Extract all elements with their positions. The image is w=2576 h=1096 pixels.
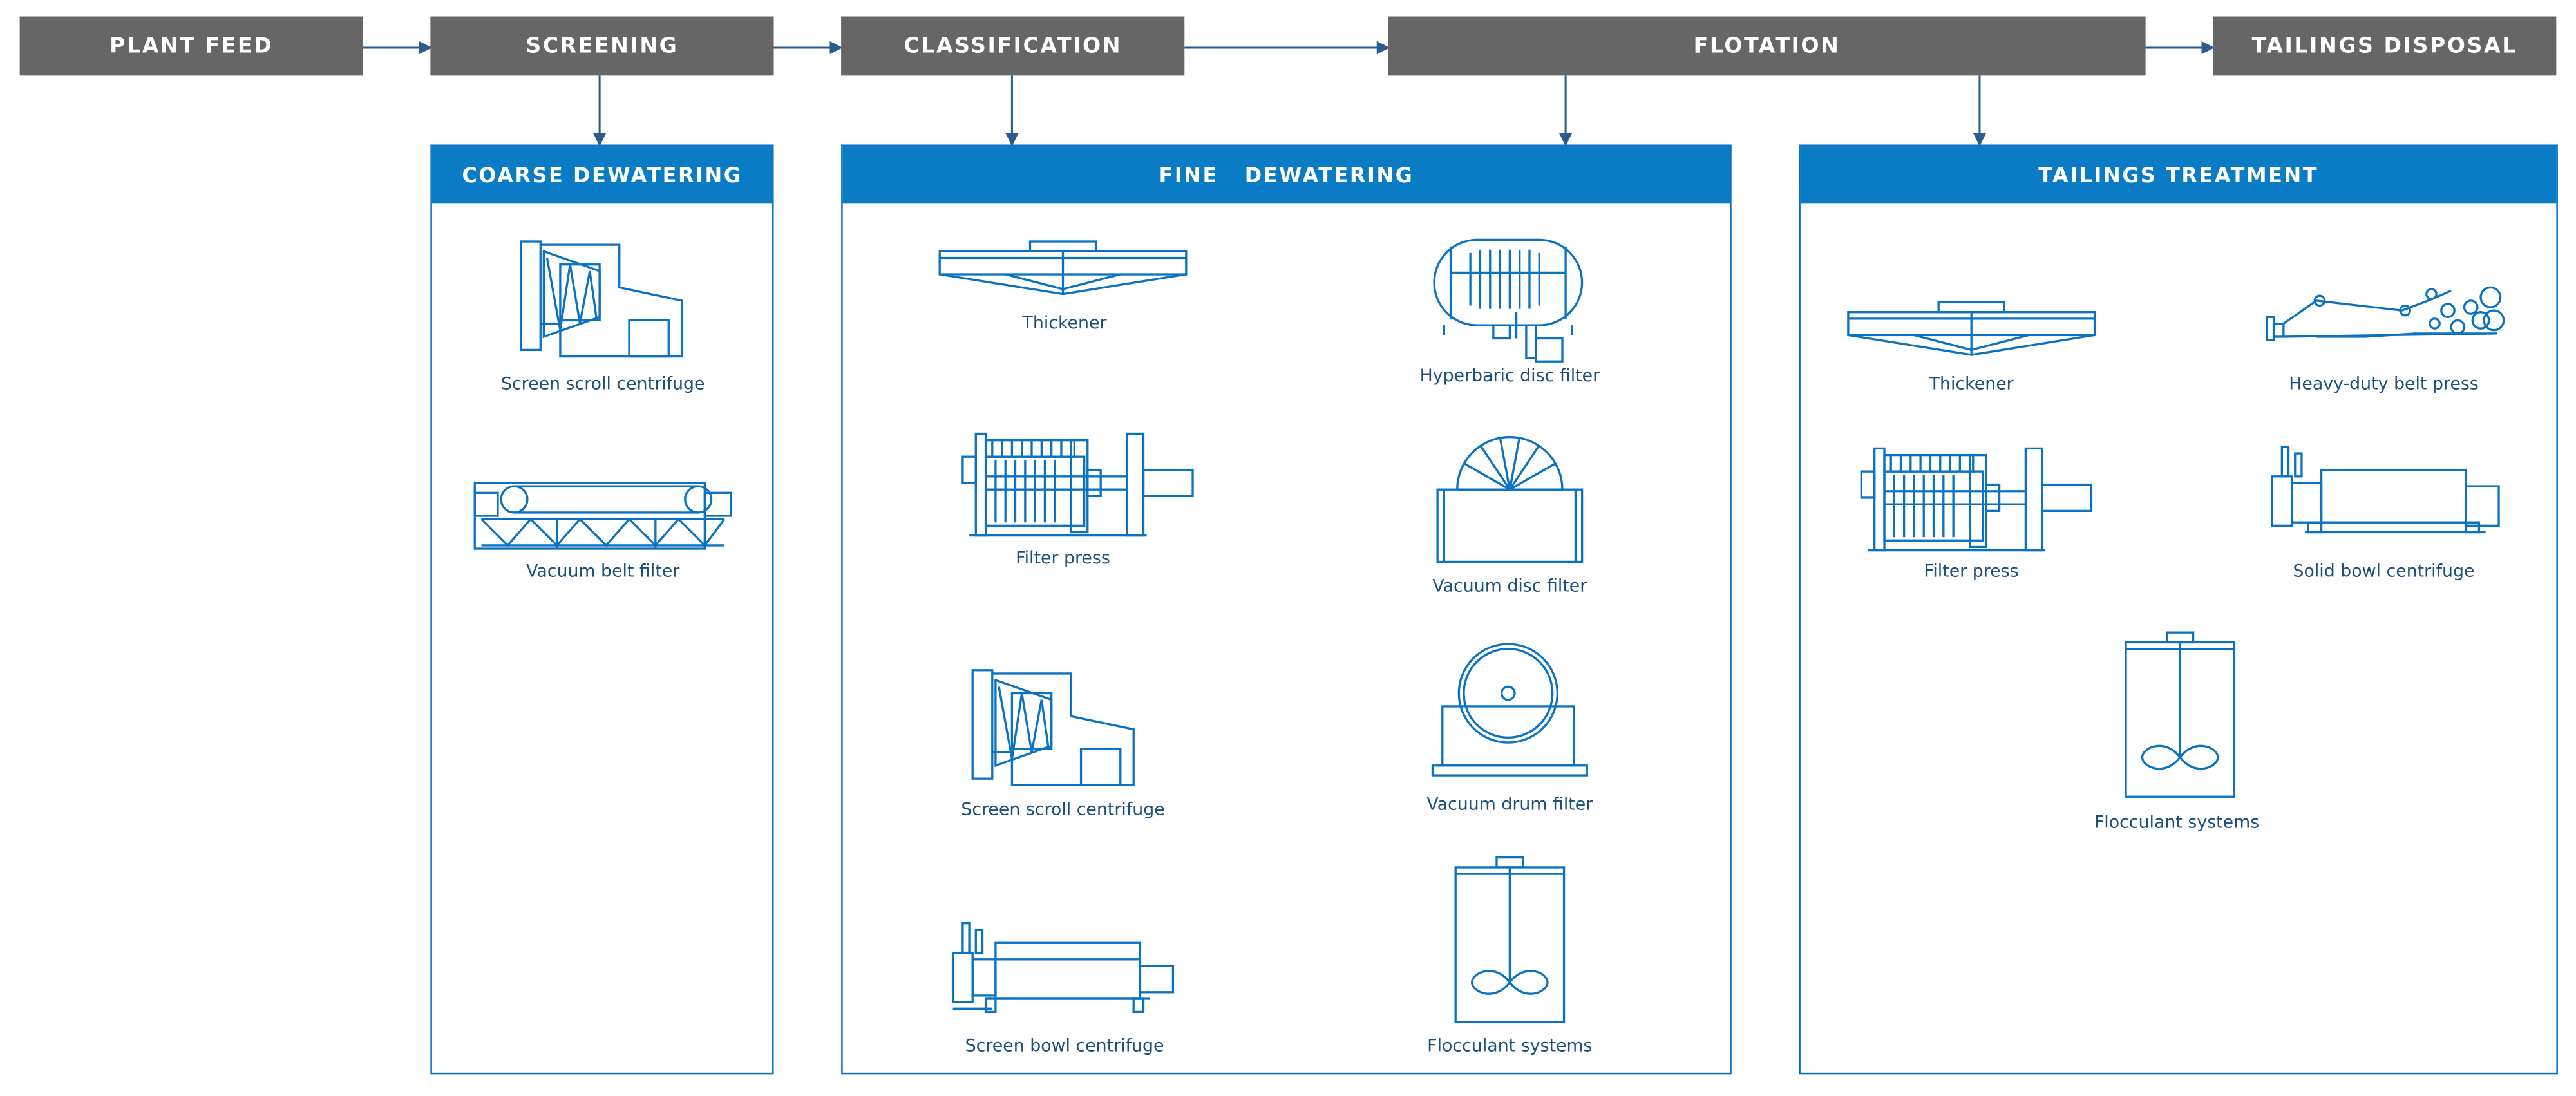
step-classification-label: CLASSIFICATION: [904, 33, 1122, 59]
hyperbaric-disc-filter-icon: [1433, 238, 1584, 363]
step-screening-label: SCREENING: [526, 33, 679, 59]
step-plant-feed-label: PLANT FEED: [109, 33, 274, 59]
vacuum-disc-filter-icon: [1436, 435, 1584, 563]
caption-coarse-screen-scroll: Screen scroll centrifuge: [500, 374, 705, 395]
panel-tailings-treatment: TAILINGS TREATMENT: [1799, 144, 2558, 1075]
thickener-icon: [1847, 301, 2096, 356]
vacuum-belt-filter-icon: [473, 482, 732, 550]
step-classification: CLASSIFICATION: [841, 16, 1185, 76]
panel-fine-dewatering: FINE DEWATERING: [841, 144, 1732, 1075]
step-flotation: FLOTATION: [1388, 16, 2146, 76]
filter-press-icon: [1860, 447, 2093, 552]
filter-press-icon: [961, 432, 1194, 537]
screen-bowl-centrifuge-icon: [951, 922, 1175, 1014]
caption-fine-screen-bowl: Screen bowl centrifuge: [965, 1036, 1164, 1057]
caption-fine-flocculant: Flocculant systems: [1427, 1036, 1593, 1057]
caption-tailings-filter-press: Filter press: [1924, 562, 2019, 582]
caption-tailings-thickener: Thickener: [1929, 374, 2014, 395]
step-plant-feed: PLANT FEED: [19, 16, 363, 76]
vacuum-drum-filter-icon: [1431, 643, 1588, 777]
screen-scroll-centrifuge-icon: [520, 240, 683, 358]
caption-tailings-flocculant: Flocculant systems: [2094, 813, 2260, 833]
panel-coarse-title: COARSE DEWATERING: [431, 146, 772, 204]
caption-fine-screen-scroll: Screen scroll centrifuge: [961, 800, 1165, 820]
step-tailings-disposal-label: TAILINGS DISPOSAL: [2251, 33, 2517, 59]
caption-tailings-solid-bowl: Solid bowl centrifuge: [2293, 562, 2475, 582]
caption-fine-vacuum-drum: Vacuum drum filter: [1426, 795, 1593, 815]
caption-fine-filter-press: Filter press: [1016, 549, 1110, 569]
panel-coarse-dewatering: COARSE DEWATERING: [430, 144, 774, 1075]
flocculant-systems-icon: [2125, 631, 2236, 798]
caption-fine-hyperbaric: Hyperbaric disc filter: [1419, 366, 1600, 386]
flocculant-systems-icon: [1454, 856, 1566, 1023]
panel-fine-title: FINE DEWATERING: [842, 146, 1730, 204]
solid-bowl-centrifuge-icon: [2271, 446, 2500, 534]
caption-fine-thickener: Thickener: [1022, 314, 1107, 334]
thickener-icon: [938, 240, 1188, 296]
caption-fine-vacuum-disc: Vacuum disc filter: [1432, 576, 1587, 597]
step-screening: SCREENING: [430, 16, 774, 76]
caption-tailings-belt-press: Heavy-duty belt press: [2289, 374, 2479, 395]
panel-tailings-title: TAILINGS TREATMENT: [1800, 146, 2557, 204]
step-flotation-label: FLOTATION: [1693, 33, 1841, 59]
screen-scroll-centrifuge-icon: [971, 669, 1135, 787]
heavy-duty-belt-press-icon: [2266, 286, 2505, 341]
caption-coarse-vacuum-belt: Vacuum belt filter: [526, 562, 680, 582]
step-tailings-disposal: TAILINGS DISPOSAL: [2213, 16, 2557, 76]
